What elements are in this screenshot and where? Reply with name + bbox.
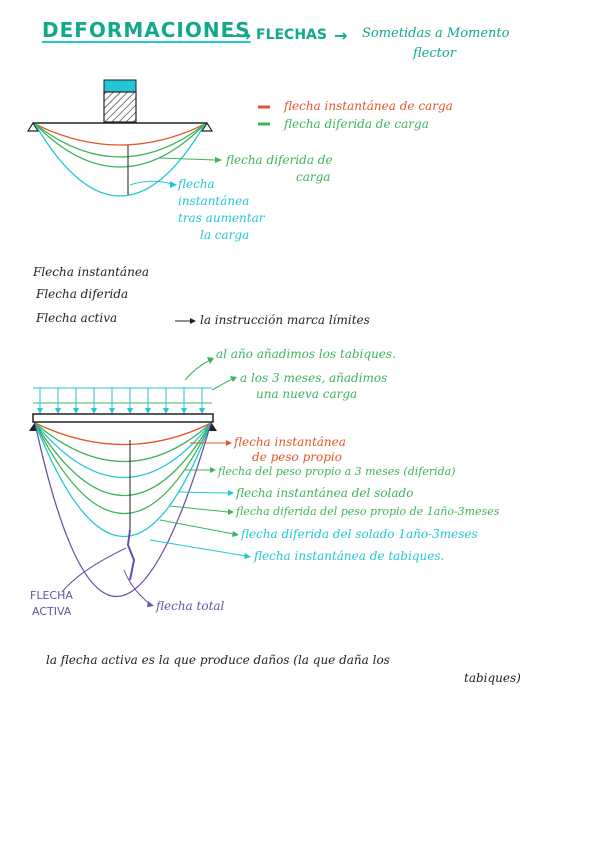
label-flecha-total: flecha total (156, 599, 225, 613)
pointer-tabiques (184, 359, 211, 381)
definition-diferida: Flecha diferida (36, 287, 129, 301)
pointer-nueva-carga (211, 378, 233, 391)
definition-activa-note: la instrucción marca límites (200, 313, 370, 327)
legend-green-label: flecha diferida de carga (284, 117, 429, 131)
subtitle-sometidas: Sometidas a Momento (362, 26, 510, 41)
pointer-arrow-icon (215, 157, 222, 163)
label-inst-1: flecha (178, 177, 215, 191)
footer-line-1: la flecha activa es la que produce daños… (46, 653, 390, 667)
label-flecha-activa-1: FLECHA (30, 589, 73, 602)
curve-total (34, 422, 212, 598)
curve-tabiques (34, 422, 212, 538)
curve-solado (34, 422, 212, 479)
curve-diferida-pp (34, 422, 212, 496)
pointer-arrow-icon (228, 490, 234, 496)
label-inst-4: la carga (200, 228, 250, 242)
page-title: DEFORMACIONES (42, 18, 251, 42)
label-diferida-pp: flecha diferida del peso propio de 1año-… (236, 505, 500, 518)
curve-peso-propio (34, 422, 212, 446)
distributed-load-arrows (37, 388, 205, 414)
flecha-activa-marker (126, 529, 136, 581)
pointer-activa (61, 547, 127, 593)
pointer-arrow-icon (244, 553, 251, 559)
pointer-arrow-icon (230, 376, 237, 382)
pointer-total (123, 569, 151, 605)
label-diferida-2: carga (296, 170, 331, 184)
curve-aumentada (34, 123, 206, 197)
label-peso-propio-3m: flecha del peso propio a 3 meses (diferi… (218, 465, 456, 478)
arrow-right-icon (190, 318, 196, 324)
footer-line-2: tabiques) (464, 671, 521, 685)
pointer-l5 (159, 519, 235, 535)
pointer-arrow-icon (210, 467, 216, 473)
definition-instantanea: Flecha instantánea (33, 265, 150, 279)
load-block-top (103, 79, 137, 93)
legend-red-label: flecha instantánea de carga (284, 99, 453, 113)
arrow-right-icon: ⟶ (228, 26, 251, 45)
curve-peso-propio-3m (34, 422, 212, 462)
label-peso-propio-1: flecha instantánea (234, 435, 346, 449)
support-left-icon (26, 121, 40, 132)
label-diferida-1: flecha diferida de (226, 153, 333, 167)
curve-diferida-solado (34, 422, 212, 514)
pointer-arrow-icon (228, 509, 234, 515)
note-nueva-carga-1: a los 3 meses, añadimos (240, 371, 388, 385)
pointer-l4 (169, 505, 229, 513)
pointer-arrow-icon (226, 440, 232, 446)
label-tabiques: flecha instantánea de tabiques. (254, 549, 445, 563)
label-flecha-activa-2: ACTIVA (32, 605, 72, 618)
definition-activa: Flecha activa (36, 311, 118, 325)
label-solado: flecha instantánea del solado (236, 486, 414, 500)
label-inst-2: instantánea (178, 194, 250, 208)
pointer-arrow-icon (147, 601, 154, 607)
label-diferida-solado: flecha diferida del solado 1año-3meses (241, 527, 478, 541)
curve-diferida-2 (34, 123, 206, 168)
curve-diferida (34, 123, 206, 158)
pointer-arrow-icon (232, 531, 239, 537)
subtitle-flechas: FLECHAS (256, 27, 327, 43)
subtitle-flector: flector (413, 46, 456, 61)
note-nueva-carga-2: una nueva carga (256, 387, 358, 401)
pointer-arrow-icon (207, 357, 214, 364)
note-tabiques: al año añadimos los tabiques. (216, 347, 396, 361)
pointer-instantanea (129, 180, 173, 186)
label-inst-3: tras aumentar (178, 211, 265, 225)
pointer-arrow-icon (170, 181, 177, 188)
label-peso-propio-2: de peso propio (252, 450, 342, 464)
pointer-diferida (159, 157, 216, 161)
load-block (103, 91, 137, 123)
arrow-right-icon: → (334, 26, 348, 45)
pointer-l3 (177, 491, 229, 494)
curve-instantanea (34, 123, 206, 146)
support-right-icon (200, 121, 214, 132)
pointer-l6 (149, 539, 247, 557)
beam-2 (32, 413, 214, 423)
